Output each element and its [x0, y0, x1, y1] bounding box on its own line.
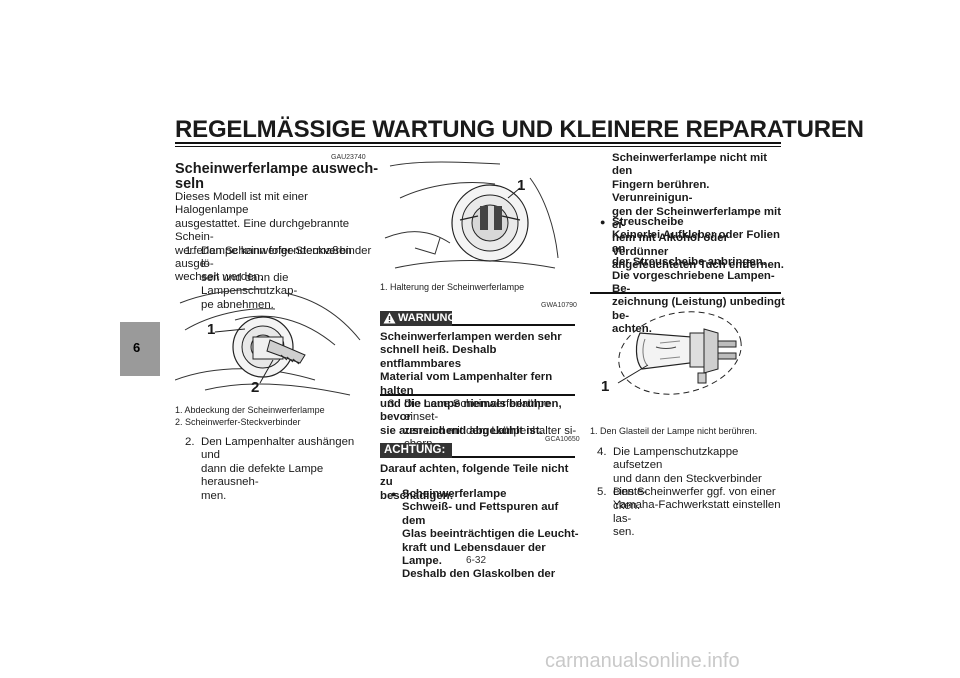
step-number: 4.: [597, 446, 607, 458]
caution-top-rule: [452, 456, 575, 458]
warning-badge: WARNUNG: [380, 311, 456, 327]
step-number: 5.: [597, 486, 607, 498]
chapter-tab-number: 6: [133, 340, 141, 355]
caution-bullet-lens: Streuscheibe Keinerlei Aufkleber oder Fo…: [612, 216, 785, 336]
page-number: 6-32: [466, 555, 487, 566]
header-rule: [175, 142, 781, 144]
figure-lamp-holder: [384, 161, 559, 269]
header-rule-thin: [175, 146, 781, 147]
step-3: 3. Die neue Scheinwerferlampe einset- ze…: [388, 398, 578, 450]
page-header-title: REGELMÄSSIGE WARTUNG UND KLEINERE REPARA…: [175, 116, 864, 143]
step-text: Den Scheinwerfer ggf. von einer Yamaha-F…: [613, 486, 781, 539]
step-2: 2. Den Lampenhalter aushängen und dann d…: [185, 436, 375, 502]
figure3-caption: 1. Den Glasteil der Lampe nicht berühren…: [590, 426, 758, 436]
caution-bullet-lamp: Scheinwerferlampe Schweiß- und Fettspure…: [402, 488, 579, 581]
step-text: Die Lampenschutzkappe aufsetzen und dann…: [613, 446, 762, 512]
caution-badge: ACHTUNG:: [380, 443, 452, 458]
figure-headlight-cover: [175, 288, 361, 396]
step-1: 1. Den Scheinwerfer-Steckverbinder lö- s…: [185, 245, 375, 311]
figure2-callout-1: 1: [517, 177, 526, 194]
caution-bullet-lamp-continued: Scheinwerferlampe nicht mit den Fingern …: [612, 152, 784, 272]
watermark: carmanualsonline.info: [545, 650, 740, 672]
warning-label: WARNUNG: [398, 312, 457, 324]
section-title-line1: Scheinwerferlampe auswech-: [175, 161, 379, 177]
warning-top-rule: [452, 324, 575, 326]
step-text: Den Lampenhalter aushängen und dann die …: [201, 436, 355, 502]
step-text: Den Scheinwerfer-Steckverbinder lö- sen …: [201, 245, 372, 311]
caution-label: ACHTUNG:: [384, 444, 446, 456]
figure3-callout-1: 1: [601, 378, 610, 395]
intro-paragraph: Dieses Modell ist mit einer Halogenlampe…: [175, 191, 352, 284]
figure1-captions: 1. Abdeckung der Scheinwerferlampe 2. Sc…: [175, 405, 325, 427]
step-5: 5. Den Scheinwerfer ggf. von einer Yamah…: [597, 486, 787, 538]
caution-bottom-rule: [590, 292, 781, 294]
warning-text: Scheinwerferlampen werden sehr schnell h…: [380, 331, 562, 437]
step-4: 4. Die Lampenschutzkappe aufsetzen und d…: [597, 446, 787, 512]
bullet-icon: ●: [391, 489, 397, 499]
figure2-caption: 1. Halterung der Scheinwerferlampe: [380, 282, 525, 292]
figure-halogen-bulb: [617, 311, 742, 395]
figure1-callout-2: 2: [251, 379, 260, 396]
step-number: 3.: [388, 398, 398, 410]
bullet-icon: ●: [600, 217, 606, 227]
section-ref-code: GAU23740: [331, 154, 366, 161]
step-number: 1.: [185, 245, 195, 257]
chapter-tab: [120, 322, 160, 376]
warning-bottom-rule: [380, 394, 575, 396]
warning-ref-code: GWA10790: [541, 302, 577, 309]
caution-ref-code: GCA10650: [545, 436, 580, 443]
step-number: 2.: [185, 436, 195, 448]
caution-text: Darauf achten, folgende Teile nicht zu b…: [380, 463, 569, 502]
warning-triangle-icon: [383, 312, 396, 327]
section-title-line2: seln: [175, 176, 205, 192]
figure1-callout-1: 1: [207, 321, 216, 338]
step-text: Die neue Scheinwerferlampe einset- zen u…: [404, 398, 577, 450]
